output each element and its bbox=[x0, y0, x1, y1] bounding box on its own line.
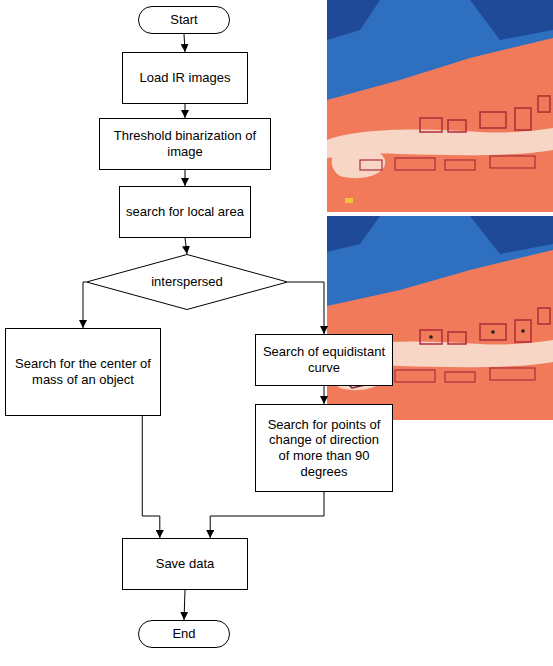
flow-arrow bbox=[184, 590, 185, 620]
node-label: interspersed bbox=[145, 274, 229, 290]
flow-arrow bbox=[324, 386, 325, 404]
flow-arrow bbox=[83, 282, 86, 328]
node-label: Load IR images bbox=[133, 70, 236, 86]
node-label: Search for the center of mass of an obje… bbox=[6, 356, 160, 387]
process-box: Search for the center of mass of an obje… bbox=[5, 328, 161, 416]
process-box: search for local area bbox=[119, 186, 251, 238]
node-label: Threshold binarization of image bbox=[100, 128, 270, 159]
process-box: Save data bbox=[122, 538, 248, 590]
terminal-box: End bbox=[138, 620, 230, 648]
flow-arrow bbox=[185, 104, 186, 118]
node-label: Save data bbox=[150, 556, 221, 572]
process-box: Search for points of change of direction… bbox=[255, 404, 393, 492]
node-label: End bbox=[166, 626, 201, 642]
node-label: Search for points of change of direction… bbox=[256, 417, 392, 479]
ir-image-top bbox=[327, 0, 553, 212]
process-box: Search of equidistant curve bbox=[255, 334, 393, 386]
ir-image-bottom bbox=[327, 216, 553, 420]
decision-diamond: interspersed bbox=[86, 254, 288, 310]
node-label: search for local area bbox=[120, 204, 250, 220]
flow-arrow bbox=[185, 170, 186, 186]
process-box: Threshold binarization of image bbox=[99, 118, 271, 170]
flow-arrow bbox=[185, 238, 187, 254]
flow-arrow bbox=[142, 416, 160, 538]
terminal-box: Start bbox=[138, 6, 230, 34]
node-label: Start bbox=[164, 12, 203, 28]
flow-arrow bbox=[210, 492, 324, 538]
process-box: Load IR images bbox=[122, 52, 248, 104]
flow-arrow bbox=[288, 282, 324, 334]
node-label: Search of equidistant curve bbox=[256, 344, 392, 375]
flow-arrow bbox=[184, 34, 185, 52]
